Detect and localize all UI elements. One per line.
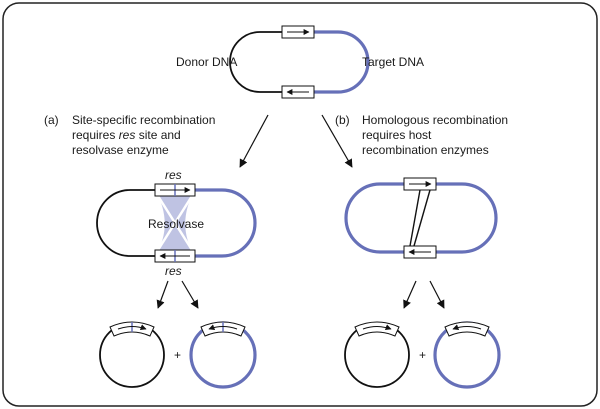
- product-a-donor: [99, 321, 165, 388]
- arrow-to-product-a2: [181, 280, 199, 309]
- arrow-to-product-b2: [429, 280, 445, 309]
- panel-a-letter: (a): [44, 113, 59, 127]
- target-dna-label: Target DNA: [362, 55, 424, 69]
- resolvase-label: Resolvase: [148, 217, 204, 231]
- arrow-left-icon: [452, 324, 482, 331]
- arrow-to-panel-a: [239, 114, 269, 168]
- panel-a-line1: Site-specific recombination: [72, 113, 215, 127]
- panel-a-line3: resolvase enzyme: [72, 143, 169, 157]
- donor-dna-strand: [229, 31, 261, 93]
- res-label-bottom: res: [165, 264, 182, 278]
- product-a-target: [189, 321, 257, 389]
- panel-b-plasmid: [344, 177, 498, 259]
- arrow-to-product-a1: [156, 280, 169, 309]
- target-dna-strand: [337, 30, 370, 94]
- panel-a-target-strand: [221, 188, 257, 258]
- panel-a-caption: (a) Site-specific recombination requires…: [44, 113, 215, 157]
- panel-b-letter: (b): [335, 113, 350, 127]
- donor-dna-label: Donor DNA: [176, 55, 237, 69]
- res-label-top: res: [165, 168, 182, 182]
- arrow-right-icon: [362, 324, 392, 331]
- panel-a-plasmid: [96, 183, 257, 263]
- panel-b-caption: (b) Homologous recombination requires ho…: [335, 113, 508, 157]
- product-b-donor: [344, 321, 410, 388]
- panel-b-line2: requires host: [362, 128, 432, 142]
- panel-b-strand-ends: [344, 182, 498, 254]
- arrow-right-icon: [117, 324, 147, 331]
- product-b-target: [433, 321, 501, 389]
- panel-b-line1: Homologous recombination: [362, 113, 508, 127]
- panel-a-donor-strand: [96, 189, 131, 257]
- crossover-line-1: [409, 189, 421, 247]
- top-plasmid: [229, 25, 370, 99]
- plus-sign-a: +: [174, 348, 181, 362]
- crossover-line-2: [413, 189, 431, 247]
- arrow-to-product-b1: [403, 280, 417, 309]
- arrow-left-icon: [208, 324, 238, 331]
- plus-sign-b: +: [419, 348, 426, 362]
- arrow-to-panel-b: [321, 114, 353, 168]
- panel-b-line3: recombination enzymes: [362, 143, 489, 157]
- panel-a-line2: requires res site and: [72, 128, 181, 142]
